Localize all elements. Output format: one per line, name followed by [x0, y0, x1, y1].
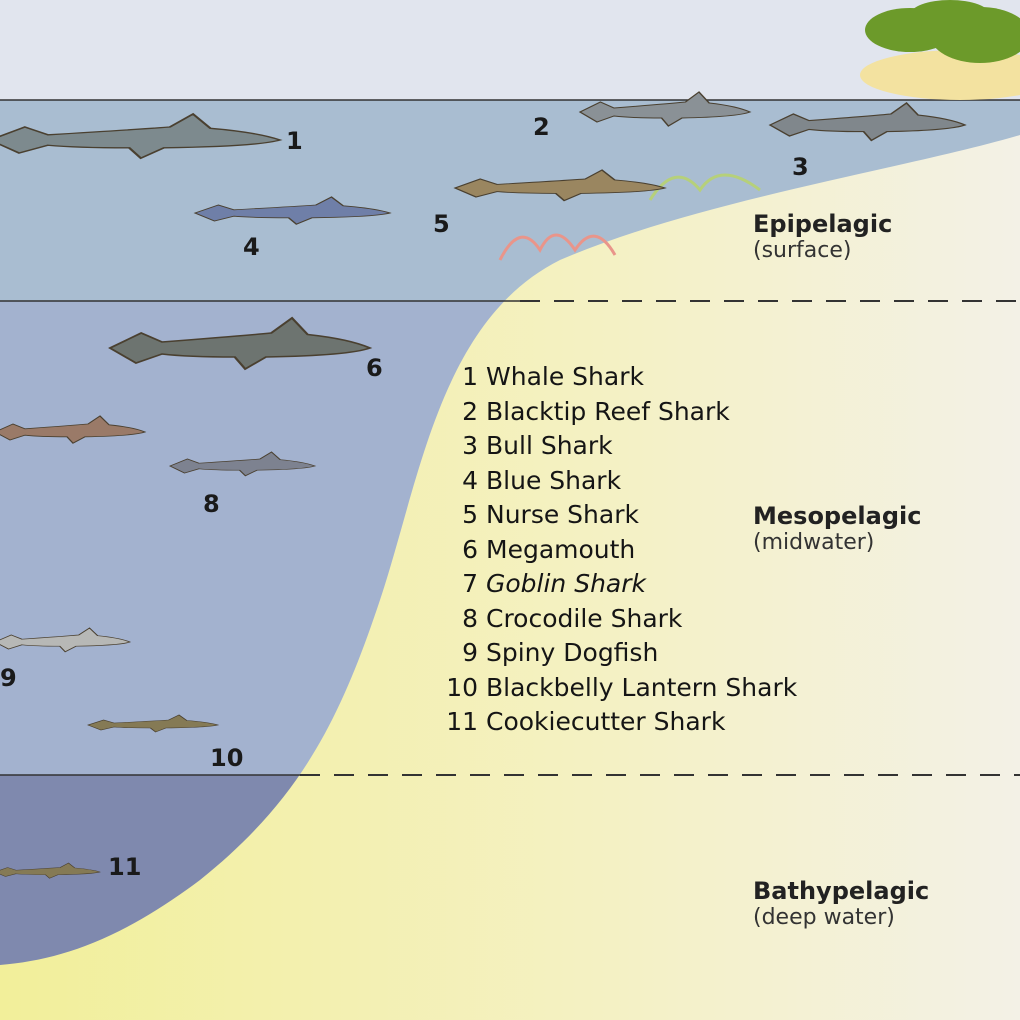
nurse-shark — [453, 169, 667, 202]
legend-item: 7 Goblin Shark — [438, 567, 797, 602]
spiny-dogfish — [0, 627, 132, 653]
legend-name: Crocodile Shark — [486, 603, 683, 633]
blue-shark — [193, 196, 392, 225]
shark-label-3: 3 — [792, 153, 809, 181]
legend-item: 5 Nurse Shark — [438, 498, 797, 533]
legend-number: 6 — [462, 534, 478, 564]
legend-name: Blackbelly Lantern Shark — [486, 672, 798, 702]
legend-number: 5 — [462, 500, 478, 529]
shark-label-9: 9 — [0, 664, 17, 692]
crocodile-shark — [168, 451, 317, 477]
legend-item: 6 Megamouth — [438, 533, 797, 568]
zone-epipelagic: Epipelagic (surface) — [753, 210, 892, 263]
legend-item: 2 Blacktip Reef Shark — [438, 395, 797, 430]
legend-number: 3 — [462, 431, 478, 460]
legend-item: 10 Blackbelly Lantern Shark — [438, 671, 797, 706]
bull-shark — [768, 102, 967, 142]
legend-number: 7 — [462, 569, 478, 598]
legend-number: 4 — [462, 465, 478, 495]
legend-item: 11 Cookiecutter Shark — [438, 705, 797, 740]
zone-bathypelagic: Bathypelagic (deep water) — [753, 877, 929, 930]
legend-name: Goblin Shark — [486, 569, 647, 598]
shark-label-11: 11 — [108, 853, 142, 881]
legend-number: 8 — [462, 603, 478, 633]
zone-title: Epipelagic — [753, 210, 893, 238]
legend-number: 11 — [446, 707, 478, 736]
zone-subtitle: (midwater) — [753, 530, 875, 555]
shark-label-1: 1 — [286, 127, 303, 155]
palm-trees — [865, 0, 1020, 63]
legend-name: Whale Shark — [486, 362, 644, 391]
legend-item: 9 Spiny Dogfish — [438, 636, 797, 671]
shark-label-8: 8 — [203, 490, 220, 518]
legend-name: Bull Shark — [486, 431, 613, 460]
shark-label-5: 5 — [433, 210, 450, 238]
goblin-shark — [0, 415, 147, 444]
shark-label-6: 6 — [366, 354, 383, 382]
legend-number: 2 — [462, 396, 478, 426]
blackbelly-lantern-shark — [87, 714, 220, 733]
zone-title: Bathypelagic — [753, 877, 930, 905]
legend-name: Blacktip Reef Shark — [486, 396, 730, 426]
zone-subtitle: (surface) — [753, 238, 852, 263]
megamouth — [108, 316, 373, 371]
cookiecutter-shark — [0, 862, 101, 879]
coral-reef — [498, 173, 761, 261]
legend-item: 8 Crocodile Shark — [438, 602, 797, 637]
legend-name: Spiny Dogfish — [486, 638, 659, 667]
whale-shark — [0, 112, 283, 160]
zone-mesopelagic: Mesopelagic (midwater) — [753, 502, 921, 555]
blacktip-reef-shark — [578, 91, 752, 127]
legend-item: 4 Blue Shark — [438, 464, 797, 499]
zone-subtitle: (deep water) — [753, 905, 895, 930]
continental-slope-seabed — [0, 135, 1020, 1020]
species-legend: 1 Whale Shark 2 Blacktip Reef Shark 3 Bull … — [438, 360, 797, 740]
legend-name: Megamouth — [486, 534, 636, 564]
legend-name: Blue Shark — [486, 465, 622, 495]
legend-item: 3 Bull Shark — [438, 429, 797, 464]
shark-label-10: 10 — [210, 744, 244, 772]
legend-number: 1 — [462, 362, 478, 391]
legend-item: 1 Whale Shark — [438, 360, 797, 395]
legend-name: Cookiecutter Shark — [486, 707, 726, 736]
legend-number: 9 — [462, 638, 478, 667]
legend-name: Nurse Shark — [486, 500, 639, 529]
sky — [0, 0, 1020, 100]
shark-label-2: 2 — [533, 113, 550, 141]
shark-label-4: 4 — [243, 233, 260, 261]
legend-number: 10 — [446, 672, 478, 702]
zone-title: Mesopelagic — [753, 502, 922, 530]
